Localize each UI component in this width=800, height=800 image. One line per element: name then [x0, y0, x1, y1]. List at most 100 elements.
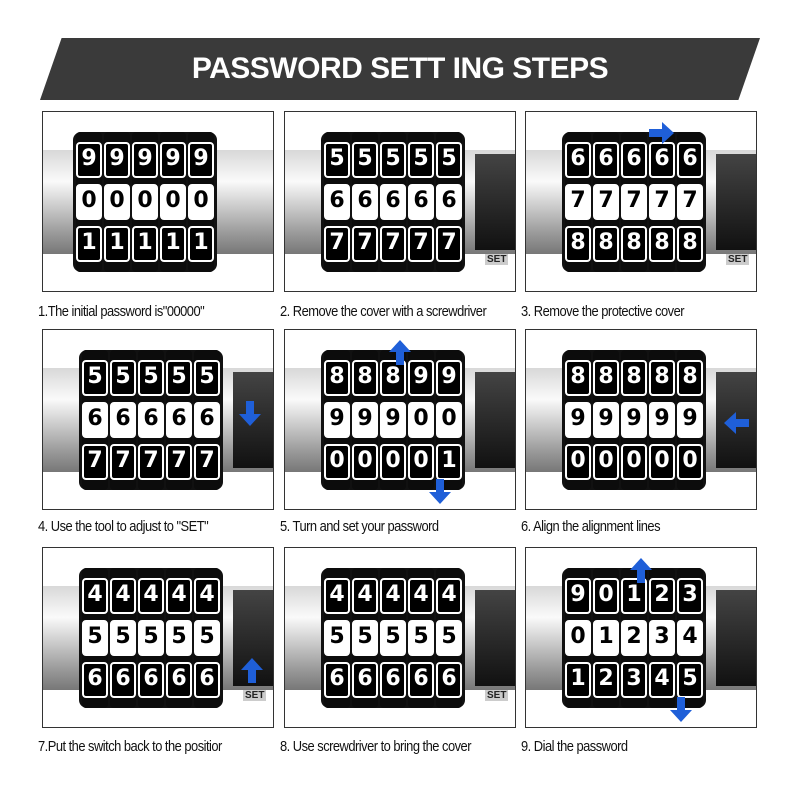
dial-digit: 6: [621, 142, 647, 178]
dial-digit: 6: [110, 402, 136, 438]
dial-digit: 6: [194, 662, 220, 698]
dial-digit: 6: [380, 662, 406, 698]
step-caption: 3. Remove the protective cover: [521, 303, 685, 320]
dial-digit: 4: [194, 578, 220, 614]
dial-digit: 6: [677, 142, 703, 178]
step-caption: 4. Use the tool to adjust to "SET": [38, 518, 209, 535]
lock-cable-end: [475, 590, 515, 686]
dial-digit: 6: [138, 402, 164, 438]
dial-digit: 4: [110, 578, 136, 614]
dial-digit: 6: [166, 402, 192, 438]
dial-digit: 5: [138, 360, 164, 396]
dial-digit: 4: [408, 578, 434, 614]
lock-cable-end: [716, 154, 756, 250]
dial-wheel: 5 6 7: [138, 350, 164, 490]
dial-digit: 8: [593, 360, 619, 396]
dial-digit: 5: [408, 142, 434, 178]
dial-digit: 5: [166, 360, 192, 396]
dial-digit: 9: [593, 402, 619, 438]
dial-wheel: 5 6 7: [110, 350, 136, 490]
arrow-left-icon: [724, 412, 749, 434]
dial-digit: 7: [649, 184, 675, 220]
dial-digit: 8: [621, 226, 647, 262]
dial-digit: 7: [110, 444, 136, 480]
dial-digit: 5: [436, 620, 462, 656]
dial-digit: 6: [324, 184, 350, 220]
dial-digit: 3: [677, 578, 703, 614]
dial-digit: 7: [565, 184, 591, 220]
dial-digit: 7: [138, 444, 164, 480]
dial-digit: 9: [621, 402, 647, 438]
dial-digit: 5: [380, 620, 406, 656]
dial-digit: 6: [352, 184, 378, 220]
dial-digit: 6: [436, 662, 462, 698]
dial-digit: 6: [380, 184, 406, 220]
dial-digit: 8: [380, 360, 406, 396]
dial-digit: 5: [194, 360, 220, 396]
dial-digit: 5: [324, 142, 350, 178]
dial-digit: 6: [649, 142, 675, 178]
dial-digit: 6: [194, 402, 220, 438]
dial-digit: 9: [436, 360, 462, 396]
dial-digit: 0: [408, 444, 434, 480]
dial-digit: 1: [565, 662, 591, 698]
step-caption: 5. Turn and set your password: [280, 518, 439, 535]
arrow-down-icon: [670, 697, 692, 722]
dial-digit: 8: [677, 360, 703, 396]
dial-digit: 9: [565, 402, 591, 438]
dial-wheel: 6 7 8: [621, 132, 647, 272]
dial-digit: 6: [82, 662, 108, 698]
dial-digit: 6: [138, 662, 164, 698]
dial-digit: 0: [352, 444, 378, 480]
dial-digit: 4: [677, 620, 703, 656]
dial-digit: 6: [324, 662, 350, 698]
dial-digit: 3: [649, 620, 675, 656]
dial-digit: 7: [324, 226, 350, 262]
dial-digit: 1: [76, 226, 102, 262]
dial-digit: 3: [621, 662, 647, 698]
dial-digit: 4: [82, 578, 108, 614]
dial-digit: 5: [352, 142, 378, 178]
dial-digit: 7: [621, 184, 647, 220]
dial-digit: 6: [82, 402, 108, 438]
step-caption: 8. Use screwdriver to bring the cover: [280, 738, 472, 755]
dial-digit: 1: [621, 578, 647, 614]
dial-digit: 1: [104, 226, 130, 262]
dial-digit: 5: [110, 360, 136, 396]
dial-digit: 0: [593, 578, 619, 614]
set-label: SET: [243, 690, 267, 701]
dial-digit: 0: [160, 184, 186, 220]
